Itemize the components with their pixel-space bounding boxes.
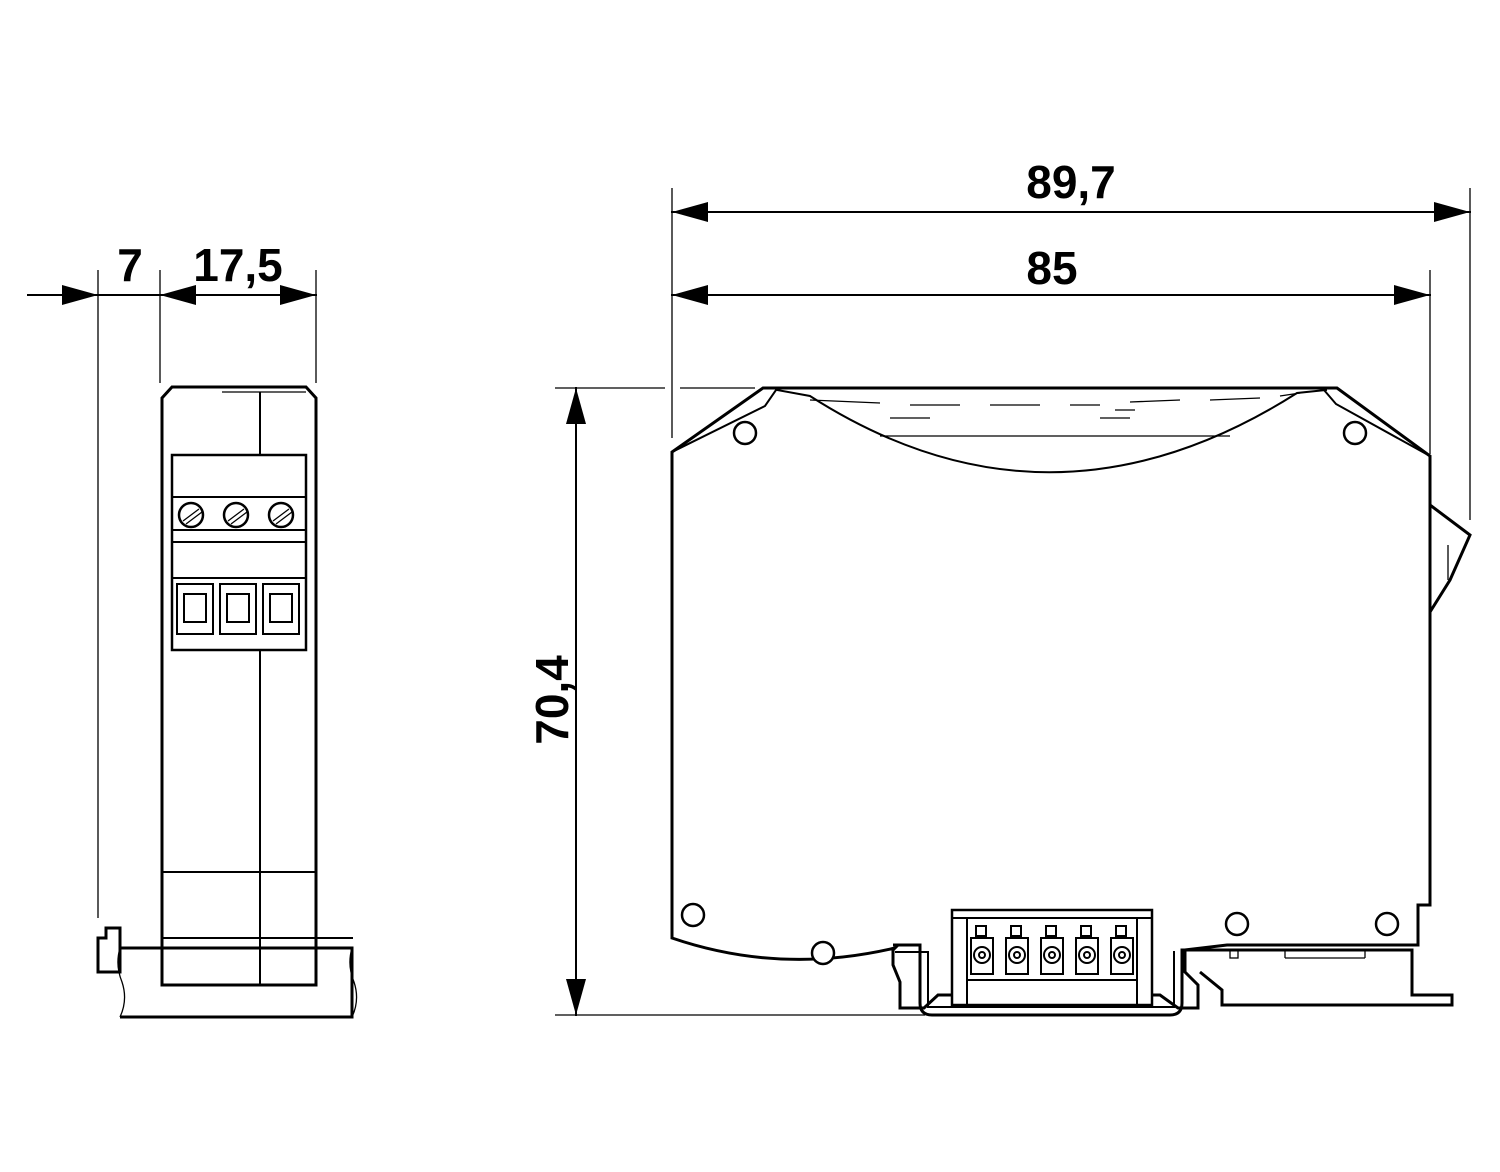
dimension-height: 70,4 xyxy=(526,387,925,1016)
dimension-label-17-5: 17,5 xyxy=(193,239,283,291)
side-housing xyxy=(160,385,318,987)
terminal-screw-icon xyxy=(1005,925,1029,975)
dimension-housing-depth: 85 xyxy=(671,242,1431,454)
front-view: 89,7 85 70,4 xyxy=(526,156,1472,1017)
front-latch xyxy=(1428,503,1472,613)
terminal-screw-icon xyxy=(970,925,994,975)
mounting-hole-icon xyxy=(732,420,758,446)
side-screw-icon xyxy=(222,501,250,529)
terminal-screw-icon xyxy=(1075,925,1099,975)
front-din-rail xyxy=(893,943,1195,1017)
mounting-hole-icon xyxy=(810,940,836,966)
mounting-hole-icon xyxy=(680,902,706,928)
rail-foot-clip xyxy=(1195,948,1454,1007)
front-housing xyxy=(670,386,1432,1010)
mounting-hole-icon xyxy=(1224,911,1250,937)
dimension-label-85: 85 xyxy=(1026,242,1077,294)
side-latch xyxy=(96,926,122,974)
side-screw-icon xyxy=(177,501,205,529)
side-view: 7 17,5 xyxy=(27,239,358,1019)
dimension-label-70-4: 70,4 xyxy=(526,655,578,745)
side-wire-entry-icon xyxy=(176,583,214,635)
dimension-overall-depth: 89,7 xyxy=(671,156,1471,520)
side-din-rail xyxy=(117,946,358,1019)
mounting-hole-icon xyxy=(1342,420,1368,446)
terminal-screw-icon xyxy=(1110,925,1134,975)
side-wire-entry-icon xyxy=(219,583,257,635)
dimension-label-89-7: 89,7 xyxy=(1026,156,1116,208)
side-screw-icon xyxy=(267,501,295,529)
bottom-terminal-block xyxy=(950,908,1154,1007)
terminal-screw-icon xyxy=(1040,925,1064,975)
dimension-side-width: 7 17,5 xyxy=(27,239,317,918)
side-wire-entry-icon xyxy=(262,583,300,635)
side-terminal-block xyxy=(170,453,308,652)
mounting-hole-icon xyxy=(1374,911,1400,937)
dimension-label-7: 7 xyxy=(117,239,143,291)
